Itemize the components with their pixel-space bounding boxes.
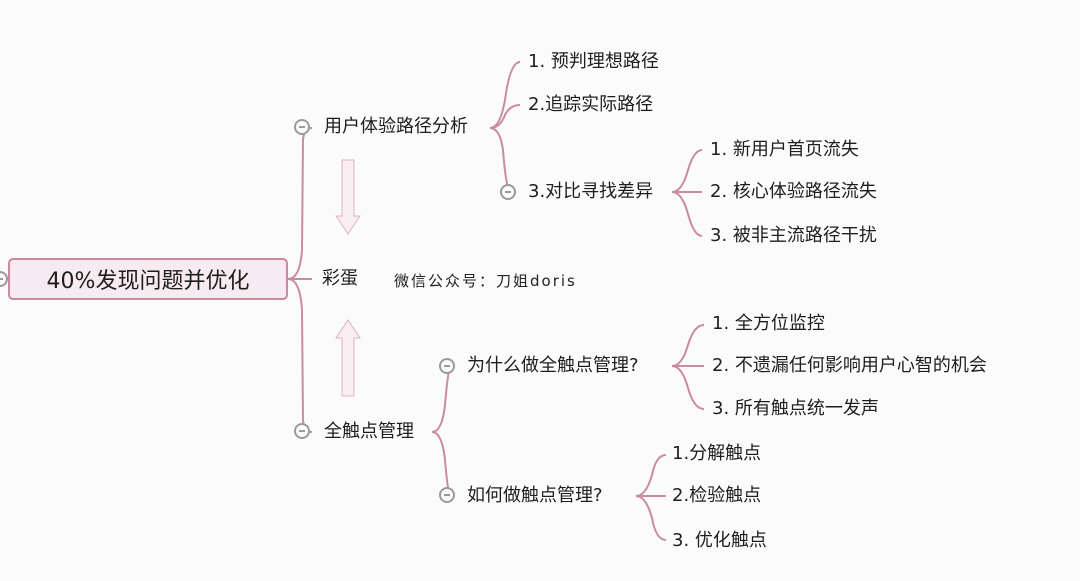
arrow-up-icon	[335, 319, 361, 397]
how-touchpoint-collapse-toggle[interactable]	[439, 487, 455, 503]
why-touchpoint-collapse-toggle[interactable]	[439, 358, 455, 374]
node-predict-ideal-path[interactable]: 1. 预判理想路径	[528, 51, 659, 72]
node-non-mainstream-interference[interactable]: 3. 被非主流路径干扰	[710, 225, 877, 246]
node-optimize-touchpoints[interactable]: 3. 优化触点	[672, 530, 767, 551]
node-no-missed-opportunity[interactable]: 2. 不遗漏任何影响用户心智的机会	[712, 355, 987, 376]
node-verify-touchpoints[interactable]: 2.检验触点	[672, 485, 762, 506]
compare-diff-collapse-toggle[interactable]	[500, 184, 516, 200]
node-why-touchpoint-management[interactable]: 为什么做全触点管理?	[467, 355, 639, 376]
branch-node-easter-egg[interactable]: 彩蛋	[322, 268, 358, 289]
node-unified-voice[interactable]: 3. 所有触点统一发声	[712, 398, 879, 419]
root-node[interactable]: 40%发现问题并优化	[8, 258, 288, 300]
node-compare-diff[interactable]: 3.对比寻找差异	[528, 181, 654, 202]
node-core-path-loss[interactable]: 2. 核心体验路径流失	[710, 181, 877, 202]
node-decompose-touchpoints[interactable]: 1.分解触点	[672, 443, 762, 464]
node-track-actual-path[interactable]: 2.追踪实际路径	[528, 94, 654, 115]
node-new-user-homepage-loss[interactable]: 1. 新用户首页流失	[710, 139, 859, 160]
branch-1-collapse-toggle[interactable]	[294, 119, 310, 135]
node-how-touchpoint-management[interactable]: 如何做触点管理?	[467, 485, 603, 506]
root-node-label: 40%发现问题并优化	[46, 269, 250, 294]
branch-node-all-touchpoint-management[interactable]: 全触点管理	[324, 421, 414, 442]
branch-3-collapse-toggle[interactable]	[294, 423, 310, 439]
wechat-account-note: 微信公众号：刀姐doris	[394, 272, 577, 290]
node-full-monitoring[interactable]: 1. 全方位监控	[712, 313, 825, 334]
arrow-down-icon	[335, 159, 361, 235]
branch-node-user-experience-path[interactable]: 用户体验路径分析	[324, 116, 468, 137]
